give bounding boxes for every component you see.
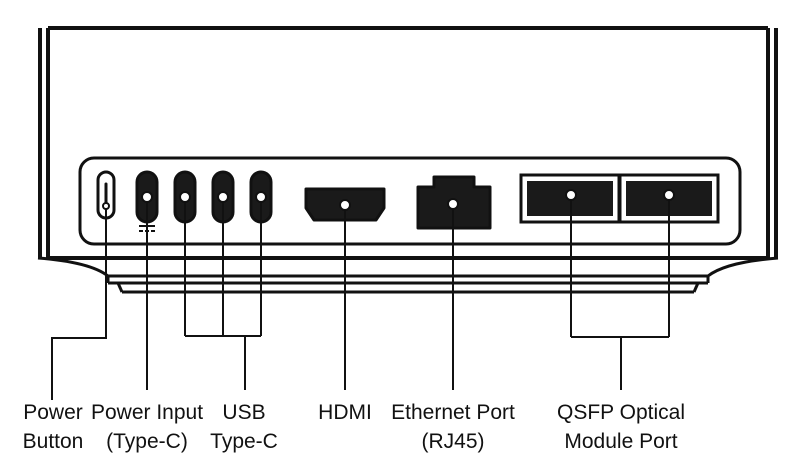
label-power-button-line2: Button bbox=[22, 430, 84, 453]
label-hdmi-line1: HDMI bbox=[318, 401, 372, 424]
leader-lines bbox=[51, 195, 670, 400]
port-dots bbox=[102, 189, 675, 211]
label-ethernet-line2: (RJ45) bbox=[421, 430, 485, 453]
label-qsfp: QSFP Optical Module Port bbox=[557, 398, 685, 456]
label-ethernet: Ethernet Port (RJ45) bbox=[391, 398, 515, 456]
label-qsfp-line2: Module Port bbox=[564, 430, 678, 453]
leader-power-button bbox=[51, 206, 107, 400]
device-body bbox=[46, 26, 770, 260]
label-qsfp-line1: QSFP Optical bbox=[557, 401, 685, 424]
label-usb-line1: USB bbox=[222, 401, 266, 424]
label-ethernet-line1: Ethernet Port bbox=[391, 401, 515, 424]
port-panel bbox=[78, 156, 742, 246]
device-base bbox=[37, 256, 779, 294]
label-power-button-line1: Power bbox=[23, 401, 83, 424]
label-usb: USB Type-C bbox=[210, 398, 278, 456]
label-power-input-line1: Power Input bbox=[90, 401, 204, 424]
label-power-input-line2: (Type-C) bbox=[106, 430, 188, 453]
label-power-input: Power Input (Type-C) bbox=[91, 398, 203, 456]
label-hdmi: HDMI bbox=[318, 398, 372, 427]
label-usb-line2: Type-C bbox=[210, 430, 278, 453]
label-power-button: Power Button bbox=[23, 398, 84, 456]
